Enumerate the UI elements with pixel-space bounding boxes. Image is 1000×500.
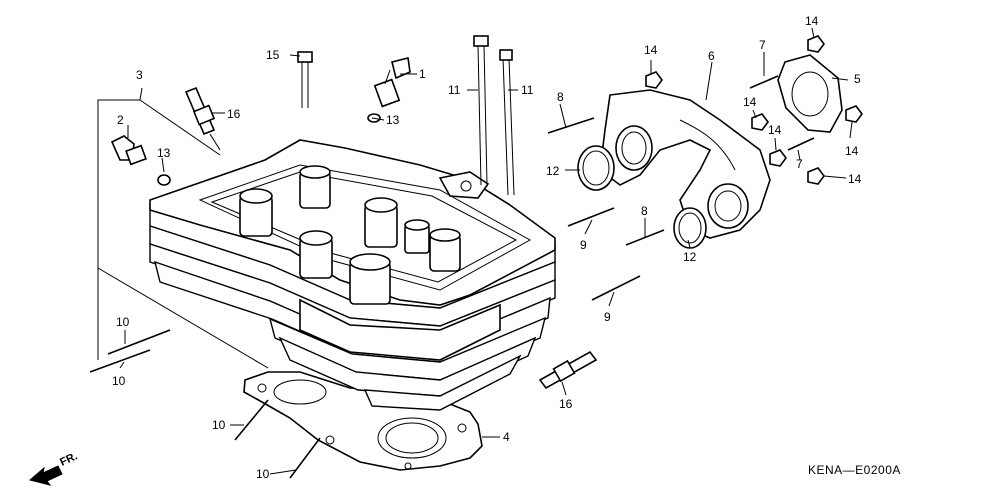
exhaust-gaskets (577, 145, 707, 249)
head-bolts (297, 35, 515, 196)
front-direction-indicator: FR. (28, 450, 79, 486)
flange-plate (777, 54, 843, 133)
label-part-9a: 9 (580, 238, 587, 252)
label-part-3: 3 (136, 68, 143, 82)
label-part-7a: 7 (759, 38, 766, 52)
label-part-4: 4 (503, 430, 510, 444)
label-part-11b: 11 (521, 83, 534, 97)
label-part-10d: 10 (256, 467, 270, 481)
label-part-14f: 14 (848, 172, 862, 186)
label-part-8b: 8 (641, 204, 648, 218)
group-3-bracket (97, 87, 269, 369)
label-part-12a: 12 (546, 164, 560, 178)
spark-plug-upper (184, 86, 221, 151)
label-part-15: 15 (266, 48, 280, 62)
tappet-adjusters (110, 57, 411, 186)
label-part-2: 2 (117, 113, 124, 127)
cam-towers (239, 165, 461, 305)
label-part-10c: 10 (212, 418, 226, 432)
label-part-16b: 16 (559, 397, 573, 411)
label-part-13b: 13 (157, 146, 171, 160)
front-direction-label: FR. (58, 450, 79, 468)
label-part-13a: 13 (386, 113, 400, 127)
nuts-and-bolts (645, 35, 863, 185)
label-part-8a: 8 (557, 90, 564, 104)
cylinder-head (149, 139, 556, 411)
spark-plug-lower (538, 350, 598, 390)
label-part-5: 5 (854, 72, 861, 86)
label-part-6: 6 (708, 49, 715, 63)
label-part-14c: 14 (743, 95, 757, 109)
label-part-16a: 16 (227, 107, 241, 121)
part-labels: 1 2 3 4 5 6 7 7 8 8 9 9 10 10 10 10 11 1… (112, 14, 862, 481)
label-part-14a: 14 (644, 43, 658, 57)
exhaust-pipe (599, 89, 771, 239)
front-arrow-icon (28, 465, 63, 486)
label-part-10a: 10 (116, 315, 130, 329)
leader-lines (119, 27, 853, 475)
label-part-12b: 12 (683, 250, 697, 264)
label-part-11a: 11 (448, 83, 461, 97)
label-part-9b: 9 (604, 310, 611, 324)
label-part-14e: 14 (845, 144, 859, 158)
label-part-1: 1 (419, 67, 426, 81)
label-part-7b: 7 (796, 157, 803, 171)
diagram-code: KENA—E0200A (808, 463, 901, 477)
label-part-14d: 14 (768, 123, 782, 137)
lower-studs (89, 329, 321, 479)
label-part-14b: 14 (805, 14, 819, 28)
label-part-10b: 10 (112, 374, 126, 388)
